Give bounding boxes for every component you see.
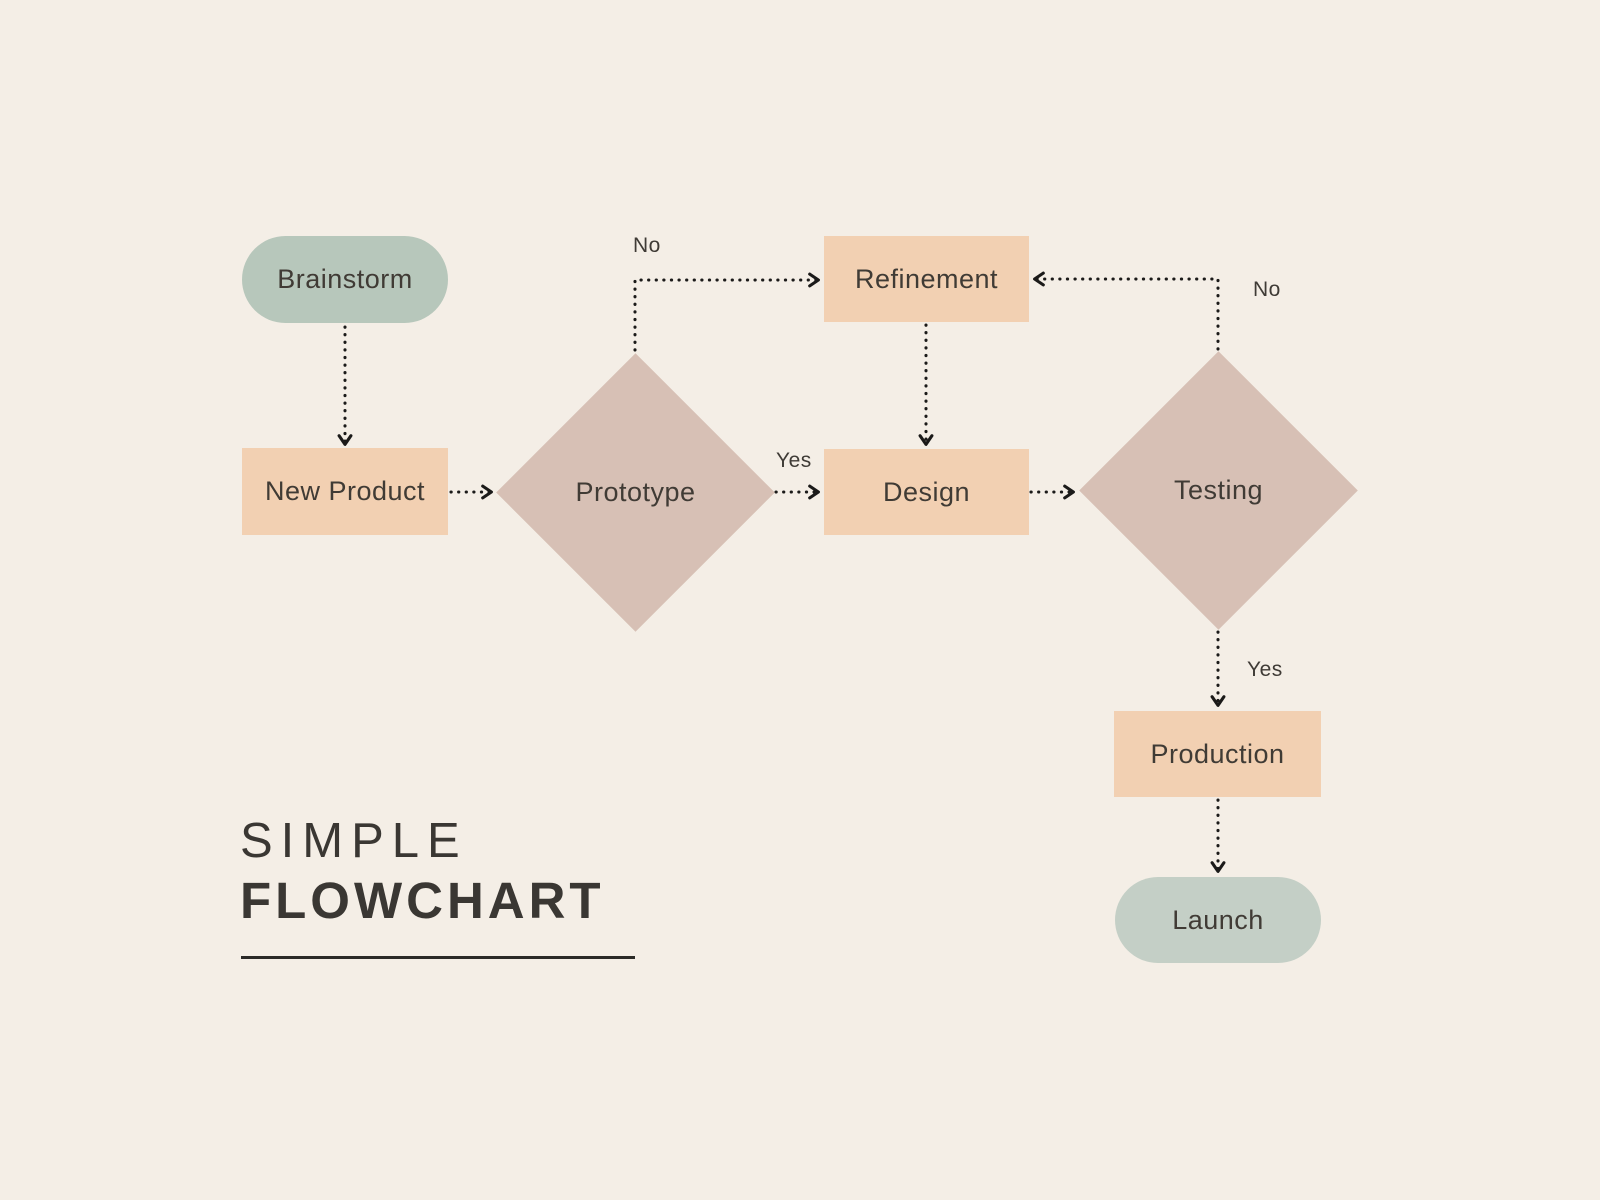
edge-testing-refinement [1033, 271, 1220, 351]
node-design: Design [824, 449, 1029, 535]
node-testing: Testing [1079, 351, 1358, 630]
title-block: SIMPLE FLOWCHART [240, 814, 605, 929]
edge-label-yes-prototype: Yes [776, 449, 812, 472]
node-prototype: Prototype [496, 353, 775, 632]
testing-label: Testing [1173, 475, 1264, 505]
node-new-product: New Product [242, 448, 448, 535]
title-underline [241, 956, 635, 959]
title-line-flowchart: FLOWCHART [240, 872, 605, 929]
node-production: Production [1114, 711, 1321, 797]
node-brainstorm: Brainstorm [242, 236, 448, 323]
node-refinement: Refinement [824, 236, 1029, 322]
edge-prototype-refinement [633, 272, 820, 352]
edge-label-no-testing: No [1253, 278, 1281, 301]
node-launch: Launch [1115, 877, 1321, 963]
prototype-label: Prototype [575, 477, 696, 507]
edge-label-no-prototype: No [633, 234, 661, 257]
edge-label-yes-testing: Yes [1247, 658, 1283, 681]
title-line-simple: SIMPLE [240, 814, 468, 868]
